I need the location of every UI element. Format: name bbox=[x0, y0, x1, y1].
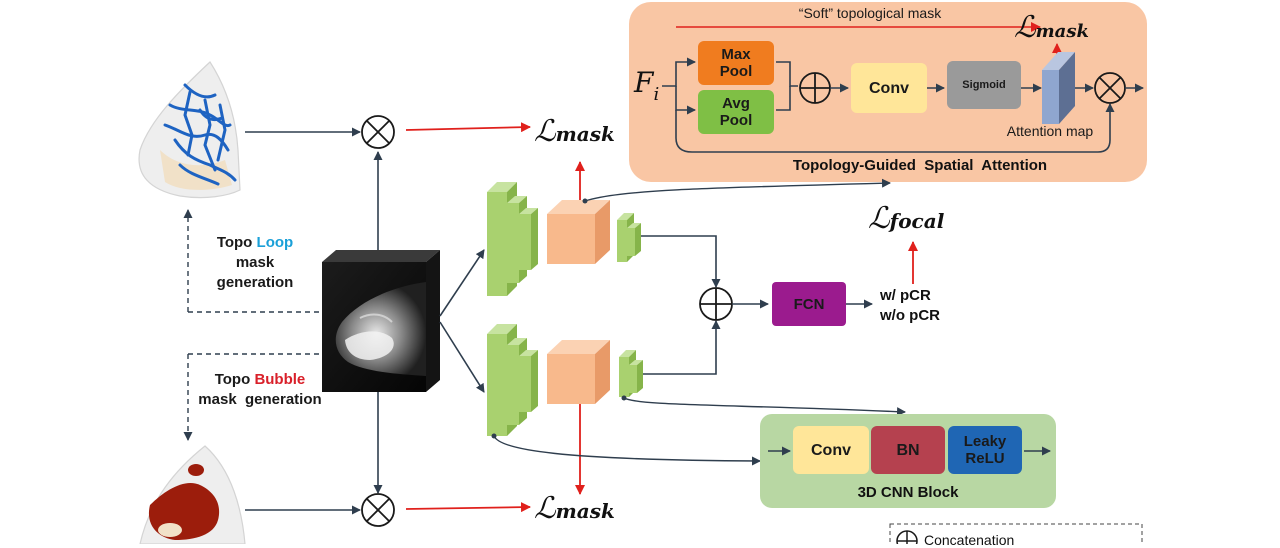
avg-pool-label: Avg Pool bbox=[719, 95, 753, 129]
bubble-mask-label: Topo Bubble mask generation bbox=[198, 371, 322, 408]
top-encoder-layers bbox=[487, 182, 538, 296]
breast-mri-image bbox=[322, 250, 440, 392]
layer-to-cnn-edge bbox=[623, 397, 906, 417]
bottom-mask-loss-label: ℒmask bbox=[534, 491, 615, 526]
legend-concat-label: Concatenation bbox=[924, 532, 1015, 548]
bn-label: BN bbox=[896, 441, 920, 459]
legend-concat-icon bbox=[896, 530, 918, 544]
sigmoid-box: Sigmoid bbox=[947, 61, 1021, 109]
fcn-label: FCN bbox=[793, 295, 825, 313]
bottom-small-layers bbox=[619, 350, 643, 397]
top-mask-loss-arrow bbox=[405, 122, 531, 133]
loop-mask-label: Topo Loop mask generation bbox=[216, 234, 294, 291]
avgpool-out-edge bbox=[776, 86, 791, 111]
soft-mask-label: “Soft” topological mask bbox=[798, 5, 942, 21]
pcr-positive-label: w/ pCR bbox=[880, 287, 931, 304]
legend-box bbox=[889, 523, 1143, 544]
loop-mask-3d-render bbox=[138, 61, 241, 199]
cnn-block-title: 3D CNN Block bbox=[857, 484, 959, 501]
main-concat-icon bbox=[699, 287, 733, 321]
sigmoid-label: Sigmoid bbox=[962, 78, 1006, 91]
bottom-mask-loss-arrow bbox=[405, 502, 531, 513]
attention-conv-box: Conv bbox=[851, 63, 927, 113]
cnn-conv-box: Conv bbox=[793, 426, 869, 474]
bottom-multiply-icon bbox=[361, 493, 395, 527]
attention-map-slab bbox=[1042, 52, 1075, 124]
attention-conv-label: Conv bbox=[869, 79, 909, 97]
bottom-encoder-layers bbox=[487, 324, 538, 436]
attention-loss-label: ℒmask bbox=[1014, 10, 1089, 45]
bottom-feature-cube bbox=[547, 340, 610, 404]
cube-to-attention-edge bbox=[584, 178, 891, 202]
input-feature-label: Fi bbox=[634, 66, 660, 105]
cnn-conv-label: Conv bbox=[811, 441, 851, 459]
top-mask-loss-label: ℒmask bbox=[534, 114, 615, 149]
max-pool-box: Max Pool bbox=[698, 41, 774, 85]
bn-box: BN bbox=[871, 426, 945, 474]
fcn-box: FCN bbox=[772, 282, 846, 326]
focal-loss-label: ℒfocal bbox=[868, 201, 945, 236]
leaky-relu-box: Leaky ReLU bbox=[948, 426, 1022, 474]
top-multiply-icon bbox=[361, 115, 395, 149]
fi-skip-edge bbox=[675, 103, 1115, 153]
top-feature-cube bbox=[547, 200, 610, 264]
max-pool-label: Max Pool bbox=[719, 46, 753, 80]
attention-map-label: Attention map bbox=[1006, 123, 1094, 139]
bubble-mask-3d-render bbox=[139, 445, 246, 544]
maxpool-out-edge bbox=[776, 61, 798, 87]
fi-to-maxpool-edge bbox=[662, 57, 696, 87]
avg-pool-box: Avg Pool bbox=[698, 90, 774, 134]
attention-panel-title: Topology-Guided Spatial Attention bbox=[792, 157, 1048, 174]
pcr-negative-label: w/o pCR bbox=[880, 307, 940, 324]
encoder-to-cnn-edge bbox=[493, 435, 761, 466]
top-small-layers bbox=[617, 213, 641, 262]
leaky-relu-label: Leaky ReLU bbox=[963, 433, 1007, 467]
